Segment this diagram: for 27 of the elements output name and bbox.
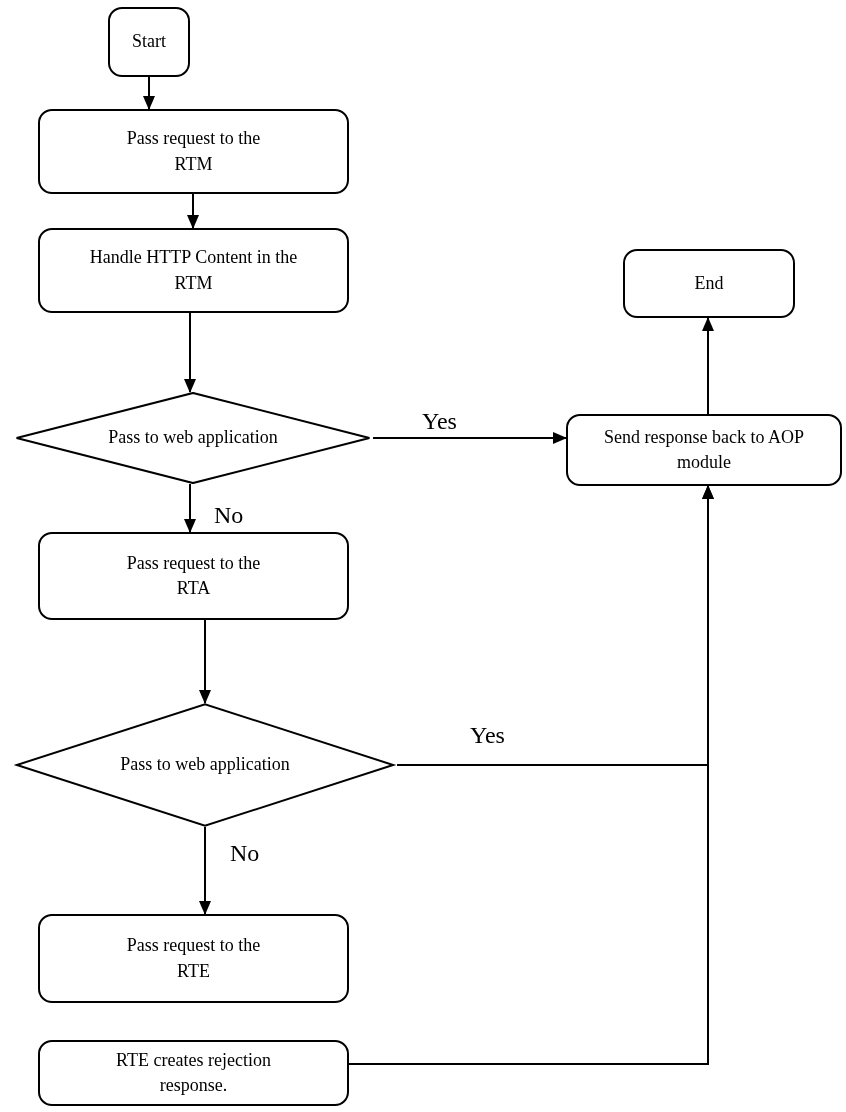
process-box <box>566 414 842 486</box>
arrow <box>199 826 211 915</box>
node-text: Pass request to the RTA <box>125 551 262 600</box>
process-box <box>38 532 349 620</box>
node-text: RTE creates rejection response. <box>115 1048 272 1097</box>
node-text: Handle HTTP Content in the RTM <box>88 246 299 295</box>
process-box <box>38 228 349 313</box>
process-box <box>38 1040 349 1106</box>
node-text: Pass request to the RTM <box>125 127 262 176</box>
arrow <box>199 619 211 704</box>
arrow <box>184 483 196 533</box>
arrow <box>187 193 199 229</box>
arrow <box>348 485 714 1065</box>
node-text: Pass to web application <box>119 753 291 777</box>
terminal-box <box>108 7 190 77</box>
node-text: Pass request to the RTE <box>125 934 262 983</box>
terminal-box <box>623 249 795 318</box>
process-box <box>38 109 349 194</box>
node-text: End <box>693 271 725 295</box>
process-box <box>38 914 349 1003</box>
node-text: Pass to web application <box>107 426 279 450</box>
arrow <box>184 312 196 393</box>
node-text: Send response back to AOP module <box>603 425 805 474</box>
arrow <box>372 432 567 444</box>
node-text: Start <box>131 30 167 54</box>
arrow <box>143 76 155 110</box>
arrow <box>702 317 714 415</box>
